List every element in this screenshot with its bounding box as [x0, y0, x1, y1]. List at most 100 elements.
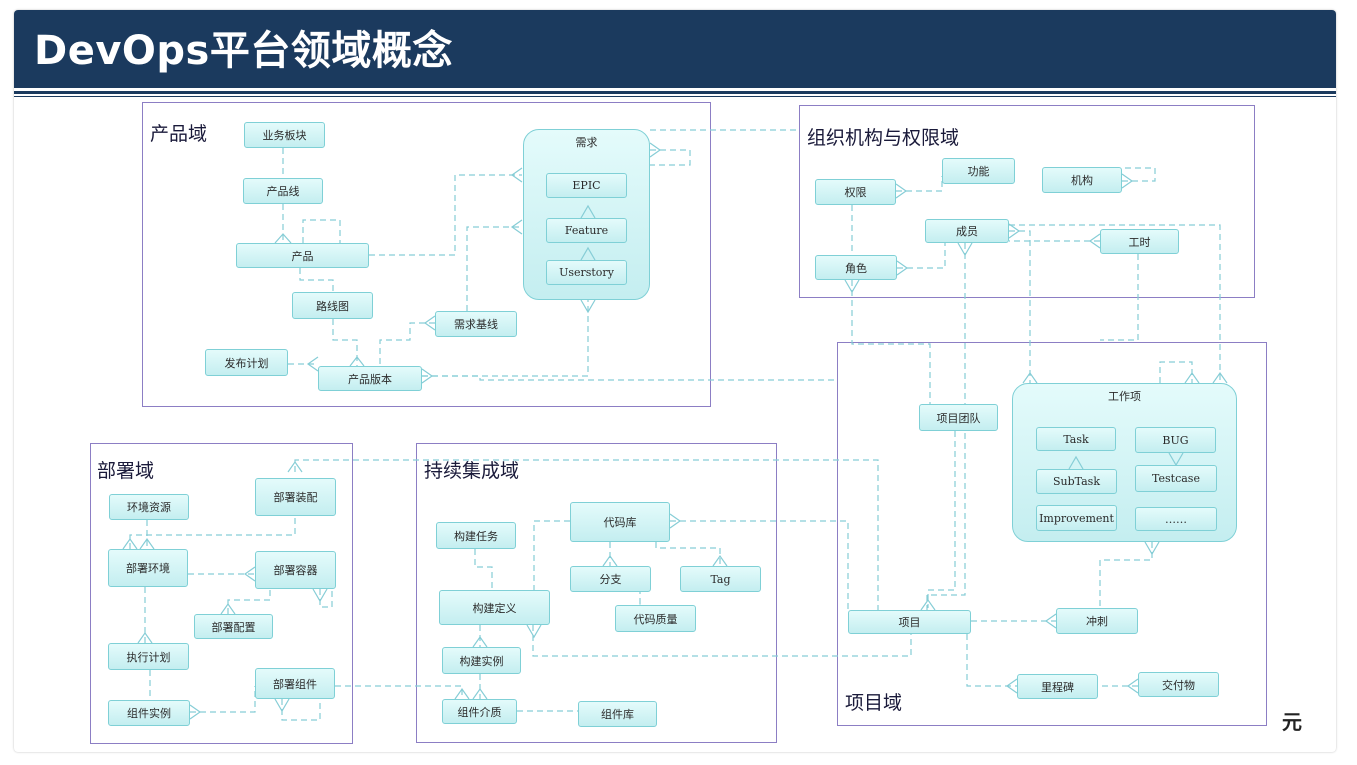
entity-task: Task	[1036, 427, 1116, 451]
crowfoot-testcase	[1168, 452, 1184, 467]
deploy-domain-label: 部署域	[97, 460, 155, 482]
page-title: DevOps平台领域概念	[34, 28, 453, 74]
crowfoot-org	[1121, 173, 1134, 189]
crowfoot-assembly	[287, 460, 303, 473]
ci-domain-label: 持续集成域	[424, 460, 520, 482]
entity-sprint: 冲刺	[1056, 608, 1138, 634]
crowfoot-product	[274, 233, 292, 244]
entity-code-repo: 代码库	[570, 502, 670, 542]
crowfoot-req-self	[649, 142, 662, 158]
crowfoot-repo	[669, 513, 682, 529]
entity-project-team: 项目团队	[919, 404, 998, 431]
entity-permission: 权限	[815, 179, 896, 205]
entity-improvement: Improvement	[1036, 505, 1117, 531]
requirement-label: 需求	[575, 136, 598, 149]
crowfoot-env	[122, 537, 138, 550]
entity-milestone: 里程碑	[1017, 674, 1098, 699]
entity-userstory: Userstory	[546, 260, 627, 285]
entity-deploy-config: 部署配置	[194, 614, 273, 639]
crowfoot-baseline	[423, 315, 436, 331]
title-bar	[14, 10, 1336, 88]
org-domain	[799, 105, 1255, 298]
link-buildtask-builddef	[474, 549, 493, 590]
crowfoot-req-baseline	[510, 219, 523, 235]
entity-deploy-assembly: 部署装配	[255, 478, 336, 516]
link-repo-tag	[655, 542, 721, 566]
crowfoot-medium-2	[454, 687, 470, 700]
link-container-self	[319, 570, 333, 608]
entity-env-resource: 环境资源	[109, 494, 189, 520]
entity-bug: BUG	[1135, 427, 1216, 453]
crowfoot-instance	[472, 635, 488, 648]
link-req-self	[650, 149, 691, 166]
link-product-self	[302, 219, 341, 243]
crowfoot-medium	[472, 687, 488, 700]
link-builddef-project	[532, 625, 912, 657]
crowfoot-workitem-3	[1184, 371, 1200, 384]
link-assembly-ci	[294, 459, 879, 610]
entity-req-baseline: 需求基线	[435, 311, 517, 337]
entity-code-quality: 代码质量	[615, 605, 696, 632]
link-product-req	[369, 174, 522, 256]
product-domain-label: 产品域	[150, 123, 208, 145]
entity-organization: 机构	[1042, 167, 1122, 193]
link-repo-builddef	[533, 520, 570, 590]
crowfoot-tag	[712, 554, 728, 567]
crowfoot-version-project	[421, 368, 434, 384]
crowfoot-release	[306, 356, 319, 372]
entity-roadmap: 路线图	[292, 292, 373, 319]
crowfoot-container-self	[312, 588, 328, 603]
link-env-assembly	[129, 516, 296, 549]
entity-exec-plan: 执行计划	[108, 643, 189, 670]
crowfoot-feature	[580, 204, 596, 219]
link-product-roadmap	[299, 268, 334, 292]
ci-domain	[416, 443, 777, 743]
entity-deploy-env: 部署环境	[108, 549, 188, 587]
entity-release-plan: 发布计划	[205, 349, 288, 376]
link-role-team	[851, 280, 931, 404]
entity-deliverable: 交付物	[1138, 672, 1219, 697]
entity-feature: Feature	[546, 218, 627, 243]
entity-more: ……	[1135, 507, 1217, 531]
link-team-project	[927, 431, 956, 608]
entity-deploy-container: 部署容器	[255, 551, 336, 589]
crowfoot-member	[1008, 223, 1021, 239]
crowfoot-member-down	[957, 242, 973, 257]
entity-tag: Tag	[680, 566, 761, 592]
crowfoot-req-product	[510, 167, 523, 183]
crowfoot-project	[920, 598, 936, 611]
crowfoot-version	[349, 356, 365, 367]
entity-role: 角色	[815, 255, 897, 280]
link-roadmap-version	[332, 319, 358, 366]
link-baseline-version	[379, 322, 435, 366]
org-domain-label: 组织机构与权限域	[807, 127, 960, 149]
entity-component-repo: 组件库	[578, 701, 657, 727]
crowfoot-role	[844, 279, 860, 294]
crowfoot-env-2	[139, 537, 155, 550]
entity-project: 项目	[848, 610, 971, 634]
crowfoot-config	[220, 602, 236, 615]
entity-function: 功能	[942, 158, 1015, 184]
crowfoot-component-self	[274, 698, 290, 713]
crowfoot-userstory-up	[580, 246, 596, 261]
link-role-member	[897, 243, 946, 269]
crowfoot-component-instance	[189, 704, 202, 720]
link-instance-component	[190, 686, 256, 713]
entity-subtask: SubTask	[1036, 469, 1117, 494]
crowfoot-userstory	[580, 299, 596, 314]
title-rule	[14, 91, 1336, 94]
entity-component-instance: 组件实例	[108, 700, 190, 726]
crowfoot-func	[895, 183, 908, 199]
entity-product-line: 产品线	[243, 178, 323, 204]
entity-build-def: 构建定义	[439, 590, 550, 625]
entity-product-version: 产品版本	[318, 366, 422, 391]
entity-product: 产品	[236, 243, 369, 268]
product-domain	[142, 102, 711, 407]
crowfoot-workitem-1	[1022, 371, 1038, 384]
link-component-medium	[335, 685, 463, 699]
deploy-domain	[90, 443, 353, 744]
corner-text: 元	[1282, 710, 1302, 734]
crowfoot-branch	[602, 554, 618, 567]
entity-member: 成员	[925, 219, 1009, 243]
